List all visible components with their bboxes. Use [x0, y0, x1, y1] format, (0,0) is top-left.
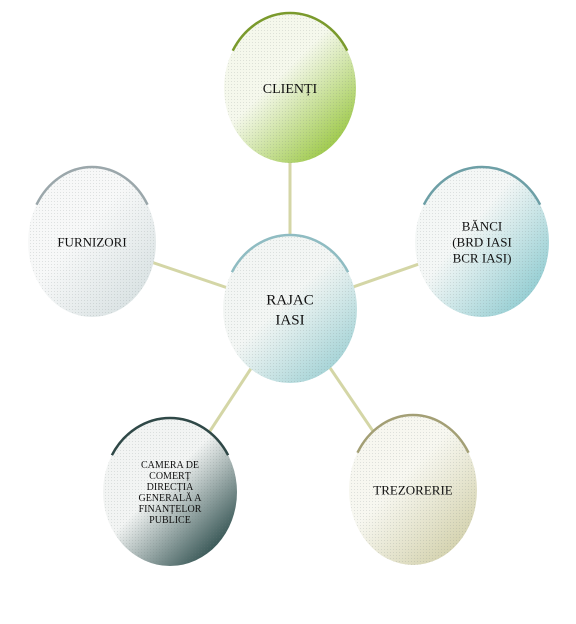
node-camera-label-line: COMERȚ [149, 471, 191, 482]
node-center: RAJAC IASI [223, 233, 357, 383]
node-banci-label-line: BĂNCI [462, 219, 502, 234]
node-trezorerie-rim [356, 413, 470, 454]
node-camera-label-line: DIRECȚIA [147, 482, 194, 493]
node-furnizori-label-line: FURNIZORI [57, 235, 126, 250]
node-camera-texture [103, 418, 237, 566]
node-camera-label-line: FINANȚELOR [139, 504, 202, 515]
node-banci-label-line: (BRD IASI [452, 235, 512, 250]
node-trezorerie-texture [349, 415, 477, 565]
node-banci-rim [422, 165, 542, 206]
node-center-label-line: RAJAC [266, 292, 314, 308]
node-camera-label-line: CAMERA DE [141, 460, 199, 471]
node-trezorerie-label-line: TREZORERIE [373, 483, 452, 498]
node-camera-rim [110, 416, 230, 456]
node-banci-label-line: BCR IASI) [453, 251, 512, 266]
node-clienti-rim [231, 11, 349, 52]
node-clienti-texture [224, 13, 356, 163]
node-clienti: CLIENȚI [224, 11, 356, 163]
node-furnizori-texture [28, 167, 156, 317]
node-camera-label-line: PUBLICE [149, 515, 191, 526]
node-camera-label-line: GENERALĂ A [138, 492, 202, 504]
node-center-label-line: IASI [275, 312, 304, 328]
node-center-texture [223, 235, 357, 383]
node-trezorerie: TREZORERIE [349, 413, 477, 565]
node-center-rim [230, 233, 350, 273]
node-banci-texture [415, 167, 549, 317]
node-furnizori-rim [35, 165, 149, 206]
node-furnizori: FURNIZORI [28, 165, 156, 317]
node-clienti-label-line: CLIENȚI [263, 82, 318, 97]
